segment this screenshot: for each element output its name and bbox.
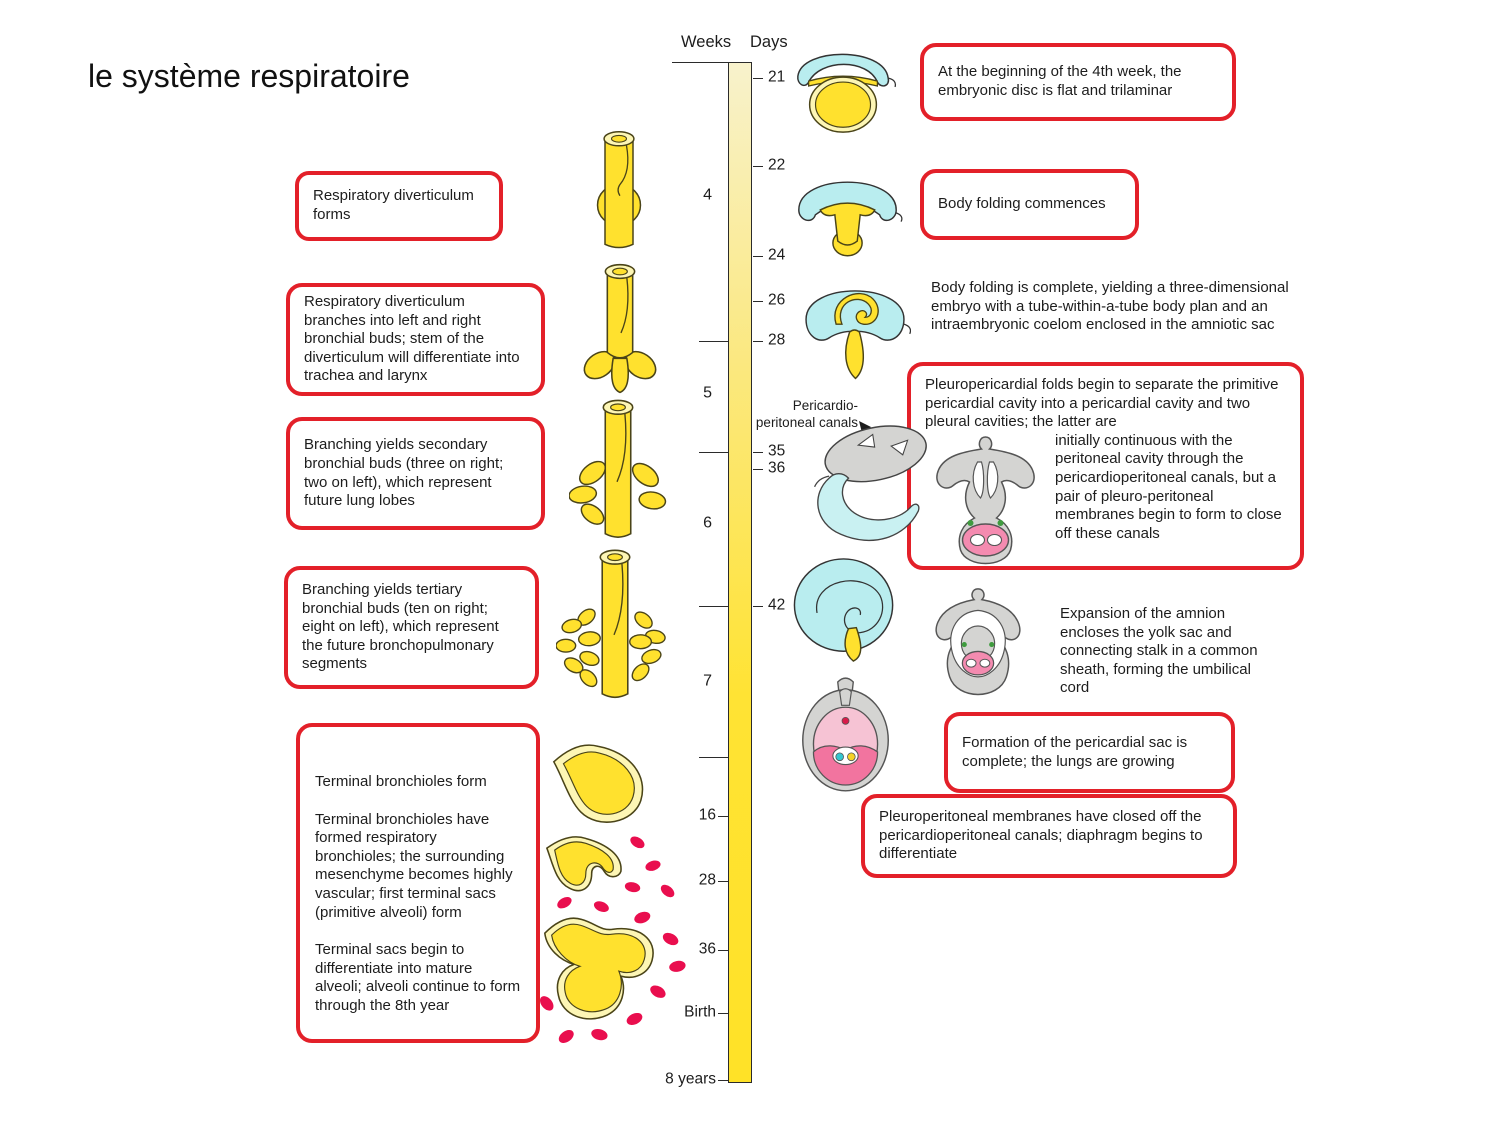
embryo-day26-folded-illustration (805, 290, 911, 380)
pericardioperitoneal-canals-label: Pericardio- peritoneal canals (755, 398, 858, 430)
week-label: 6 (703, 514, 712, 532)
embryo-day22-folding-illustration (798, 181, 903, 257)
day-tick (753, 166, 763, 167)
late-label: 16 (698, 806, 716, 824)
day-tick (753, 606, 763, 607)
note-terminal-bronchioles: Terminal bronchioles form Terminal bronc… (296, 723, 540, 1043)
day-tick-label: 22 (768, 156, 786, 174)
embryo-day21-trilaminar-illustration (797, 53, 897, 133)
note-pleuroperitoneal-membranes: Pleuroperitoneal membranes have closed o… (861, 794, 1237, 878)
late-tick (718, 1080, 728, 1081)
late-label: Birth (684, 1003, 716, 1021)
late-tick (718, 950, 728, 951)
note-tertiary-buds: Branching yields tertiary bronchial buds… (284, 566, 539, 689)
note-diverticulum-branches: Respiratory diverticulum branches into l… (286, 283, 545, 396)
embryo-cross-section-amnion-illustration (935, 588, 1021, 696)
note-secondary-buds: Branching yields secondary bronchial bud… (286, 417, 545, 530)
tertiary-bronchial-buds-illustration (556, 549, 666, 699)
terminal-sacs-illustration (540, 911, 686, 1043)
week-label: 4 (703, 186, 712, 204)
day-tick-label: 26 (768, 291, 786, 309)
embryo-day35-section-illustration (814, 425, 927, 542)
day-tick (753, 256, 763, 257)
late-label: 36 (698, 940, 716, 958)
embryo-cross-section-pleuropericardial-illustration (936, 436, 1035, 564)
week-tick (699, 452, 728, 453)
timeline-days-header: Days (750, 33, 788, 51)
day-tick (753, 452, 763, 453)
note-body-folding-commences: Body folding commences (920, 169, 1139, 240)
late-label: 28 (698, 871, 716, 889)
day-tick-label: 28 (768, 331, 786, 349)
day-tick-label: 42 (768, 596, 786, 614)
day-tick-label: 21 (768, 68, 786, 86)
day-tick-label: 35 (768, 442, 786, 460)
note-amnion-expansion-group: Expansion of the amnion encloses the yol… (912, 583, 1272, 715)
terminal-bronchiole-illustration (552, 744, 644, 823)
timeline-top-tick (672, 62, 752, 63)
day-tick (753, 301, 763, 302)
respiratory-bronchiole-illustration (545, 836, 675, 912)
timeline-bar (728, 62, 752, 1083)
note-respiratory-diverticulum-forms: Respiratory diverticulum forms (295, 171, 503, 241)
note-pericardial-sac-complete: Formation of the pericardial sac is comp… (944, 712, 1235, 793)
late-tick (718, 816, 728, 817)
week-label: 5 (703, 384, 712, 402)
late-tick (718, 1013, 728, 1014)
day-tick (753, 341, 763, 342)
day-tick (753, 78, 763, 79)
note-trilaminar-disc: At the beginning of the 4th week, the em… (920, 43, 1236, 121)
week-label: 7 (703, 672, 712, 690)
secondary-bronchial-buds-illustration (569, 399, 667, 538)
page-title: le système respiratoire (88, 58, 410, 94)
bronchial-buds-illustration (583, 263, 657, 394)
week-tick (699, 757, 728, 758)
note-body-folding-complete: Body folding is complete, yielding a thr… (931, 279, 1289, 334)
week-tick (699, 341, 728, 342)
timeline-weeks-header: Weeks (681, 33, 732, 51)
late-label: 8 years (665, 1070, 716, 1088)
day-tick-label: 24 (768, 246, 786, 264)
embryo-week7-section-illustration (802, 677, 889, 792)
day-tick-label: 36 (768, 459, 786, 477)
late-tick (718, 881, 728, 882)
note-pleuropericardial-folds: Pleuropericardial folds begin to separat… (907, 362, 1304, 570)
week-tick (699, 606, 728, 607)
respiratory-diverticulum-illustration (596, 131, 642, 249)
embryo-day42-illustration (793, 558, 894, 662)
day-tick (753, 469, 763, 470)
